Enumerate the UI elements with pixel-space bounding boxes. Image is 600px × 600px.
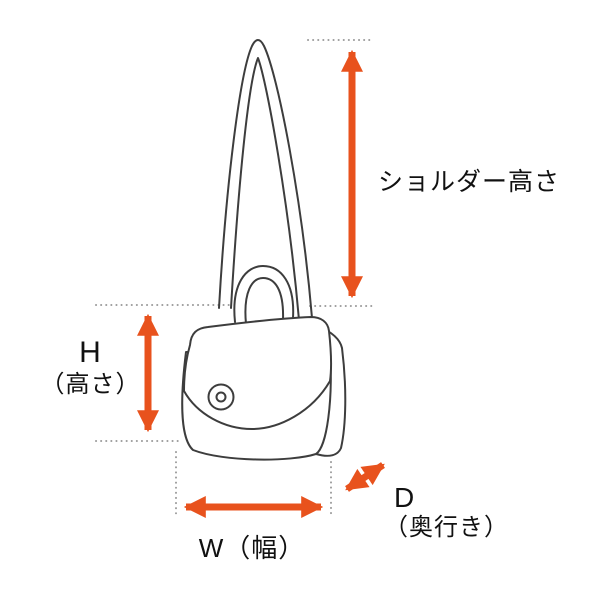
clasp-button-outer [207,383,235,411]
bag-depth-paren: （奥行き） [384,514,509,542]
shoulder-strap-inner-line [230,57,300,321]
bag-depth-arrow [345,462,385,492]
bag-depth-label: D （奥行き） [384,482,509,543]
top-handle-outline [233,265,295,323]
bag-depth-letter: D [394,482,416,513]
bag-height-label: H （高さ） [28,336,153,399]
bag-height-paren: （高さ） [40,370,141,398]
top-handle-inner-line [244,277,285,325]
clasp-button-inner [215,391,227,403]
bag-height-letter: H [79,336,102,369]
shoulder-strap-outline [218,39,313,319]
bag-width-label: W（幅） [198,533,306,563]
shoulder-height-label: ショルダー高さ [378,168,561,196]
